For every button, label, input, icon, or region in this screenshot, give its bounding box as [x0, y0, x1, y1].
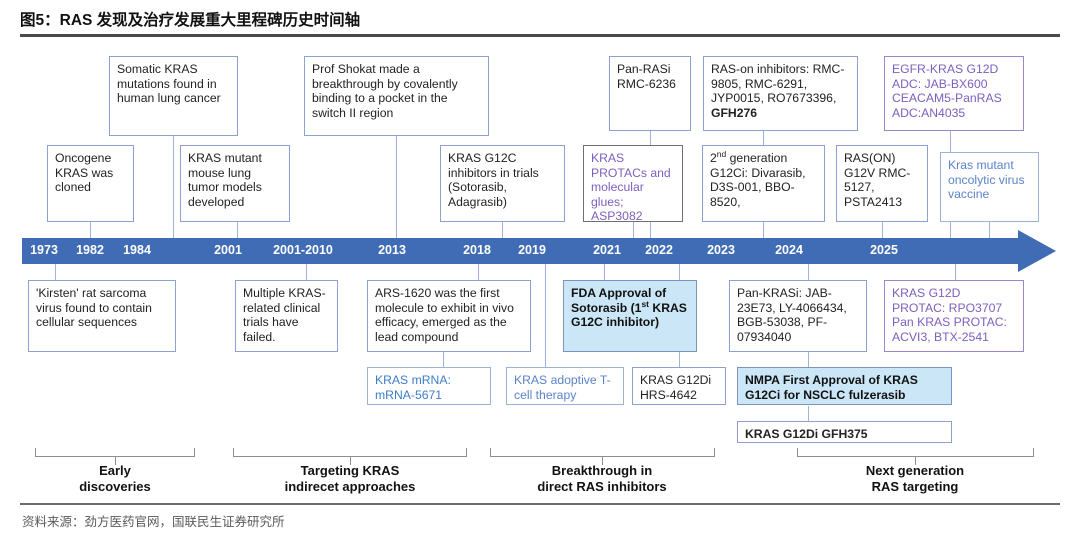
- connector-fda-approval: [604, 264, 605, 280]
- footer-divider: [20, 503, 1060, 505]
- secgen-sup: nd: [716, 148, 727, 159]
- year-label-1973[interactable]: 1973: [30, 243, 58, 257]
- year-label-2001[interactable]: 2001: [214, 243, 242, 257]
- box-oncogene-kras-cloned[interactable]: Oncogene KRAS was cloned: [47, 145, 134, 222]
- connector-mouse-models: [237, 222, 238, 238]
- phase-breakthrough-line2: direct RAS inhibitors: [537, 479, 667, 494]
- phase-early-line1: Early: [99, 463, 131, 478]
- box-kras-mutant-oncolytic-vaccine[interactable]: Kras mutant oncolytic virus vaccine: [940, 152, 1039, 222]
- fda-sup: st: [641, 298, 649, 309]
- box-nmpa-first-approval-fulzerasib[interactable]: NMPA First Approval of KRAS G12Ci for NS…: [737, 367, 952, 405]
- box-second-generation-g12ci[interactable]: 2nd generation G12Ci: Divarasib, D3S-001…: [702, 145, 825, 222]
- connector-ars1620: [478, 264, 479, 280]
- source-note: 资料来源：劲方医药官网，国联民生证券研究所: [22, 515, 285, 529]
- phase-label-next-generation-ras: Next generation RAS targeting: [785, 463, 1045, 495]
- year-label-2013[interactable]: 2013: [378, 243, 406, 257]
- box-kras-mutant-mouse-models[interactable]: KRAS mutant mouse lung tumor models deve…: [180, 145, 290, 222]
- timeline-arrow-head: [1018, 230, 1056, 272]
- secgen-pre: 2: [710, 151, 717, 165]
- connector-oncolytic-vaccine: [989, 222, 990, 238]
- year-label-2025[interactable]: 2025: [870, 243, 898, 257]
- phase-label-targeting-kras: Targeting KRAS indirecet approaches: [220, 463, 480, 495]
- connector-pan-krasi: [808, 264, 809, 280]
- connector-kras-protacs: [633, 222, 634, 238]
- phase-label-early-discoveries: Early discoveries: [15, 463, 215, 495]
- box-kras-g12c-inhibitors-trials[interactable]: KRAS G12C inhibitors in trials (Sotorasi…: [440, 145, 565, 222]
- box-multiple-trials-failed[interactable]: Multiple KRAS-related clinical trials ha…: [235, 280, 338, 352]
- year-label-2024[interactable]: 2024: [775, 243, 803, 257]
- box-fda-approval-sotorasib[interactable]: FDA Approval of Sotorasib (1st KRAS G12C…: [563, 280, 697, 352]
- connector-kras-g12d-protac: [955, 264, 956, 280]
- year-label-2001-2010[interactable]: 2001-2010: [273, 243, 333, 257]
- phase-next-line2: RAS targeting: [871, 479, 959, 494]
- connector-g12c-trials: [502, 222, 503, 238]
- connector-second-gen: [763, 222, 764, 238]
- connector-ras-on-g12v: [882, 222, 883, 238]
- year-label-2021[interactable]: 2021: [593, 243, 621, 257]
- ras-on-inhibitors-text: RAS-on inhibitors: RMC-9805, RMC-6291, J…: [711, 62, 845, 106]
- box-ras-on-inhibitors[interactable]: RAS-on inhibitors: RMC-9805, RMC-6291, J…: [703, 56, 858, 131]
- year-label-1982[interactable]: 1982: [76, 243, 104, 257]
- phase-next-line1: Next generation: [865, 463, 965, 478]
- connector-kirsten: [55, 264, 56, 280]
- connector-somatic-kras: [173, 136, 174, 238]
- phase-targeting-line2: indirecet approaches: [284, 479, 416, 494]
- box-kirsten-rat-sarcoma[interactable]: 'Kirsten' rat sarcoma virus found to con…: [28, 280, 176, 352]
- box-egfr-kras-g12d-adc[interactable]: EGFR-KRAS G12D ADC: JAB-BX600 CEACAM5-Pa…: [884, 56, 1024, 131]
- connector-gfh375: [808, 406, 809, 421]
- connector-nmpa-approval: [808, 351, 809, 367]
- box-kras-g12di-hrs4642[interactable]: KRAS G12Di HRS-4642: [632, 367, 726, 405]
- box-kras-adoptive-tcell[interactable]: KRAS adoptive T-cell therapy: [506, 367, 624, 405]
- box-pan-krasi-list[interactable]: Pan-KRASi: JAB-23E73, LY-4066434, BGB-53…: [729, 280, 867, 352]
- fda-pre: FDA Approval of Sotorasib (1: [571, 286, 667, 315]
- timeline-axis-bar: [22, 238, 1022, 264]
- box-pan-rasi-rmc6236[interactable]: Pan-RASi RMC-6236: [609, 56, 691, 131]
- connector-kras-adoptive: [545, 264, 546, 367]
- year-label-2018[interactable]: 2018: [463, 243, 491, 257]
- connector-kras-mrna: [443, 351, 444, 367]
- phase-early-line2: discoveries: [79, 479, 151, 494]
- box-prof-shokat-breakthrough[interactable]: Prof Shokat made a breakthrough by coval…: [304, 56, 489, 136]
- connector-ras-on-inhibitors: [763, 131, 764, 147]
- connector-oncogene-kras: [90, 222, 91, 238]
- fda-post: KRAS G12C inhibitor): [571, 300, 687, 330]
- year-label-2019[interactable]: 2019: [518, 243, 546, 257]
- box-kras-mrna-5671[interactable]: KRAS mRNA: mRNA-5671: [367, 367, 491, 405]
- title-divider: [20, 34, 1060, 37]
- box-kras-protacs-molecular-glues[interactable]: KRAS PROTACs and molecular glues; ASP308…: [583, 145, 683, 222]
- page-title: 图5：RAS 发现及治疗发展重大里程碑历史时间轴: [20, 12, 361, 29]
- box-kras-g12di-gfh375[interactable]: KRAS G12Di GFH375: [737, 421, 952, 443]
- secgen-post: generation G12Ci: Divarasib, D3S-001, BB…: [710, 151, 806, 209]
- box-kras-g12d-protac[interactable]: KRAS G12D PROTAC: RPO3707 Pan KRAS PROTA…: [884, 280, 1024, 352]
- year-label-2023[interactable]: 2023: [707, 243, 735, 257]
- phase-label-breakthrough-direct-ras: Breakthrough in direct RAS inhibitors: [472, 463, 732, 495]
- phase-targeting-line1: Targeting KRAS: [300, 463, 400, 478]
- year-label-1984[interactable]: 1984: [123, 243, 151, 257]
- connector-multiple-failed: [306, 264, 307, 280]
- phase-breakthrough-line1: Breakthrough in: [551, 463, 653, 478]
- box-somatic-kras-mutations[interactable]: Somatic KRAS mutations found in human lu…: [109, 56, 238, 136]
- year-label-2022[interactable]: 2022: [645, 243, 673, 257]
- box-ars-1620-lead-compound[interactable]: ARS-1620 was the first molecule to exhib…: [367, 280, 531, 352]
- box-ras-on-g12v[interactable]: RAS(ON) G12V RMC-5127, PSTA2413: [836, 145, 928, 222]
- connector-prof-shokat: [396, 136, 397, 238]
- ras-on-inhibitors-bold: GFH276: [711, 105, 758, 120]
